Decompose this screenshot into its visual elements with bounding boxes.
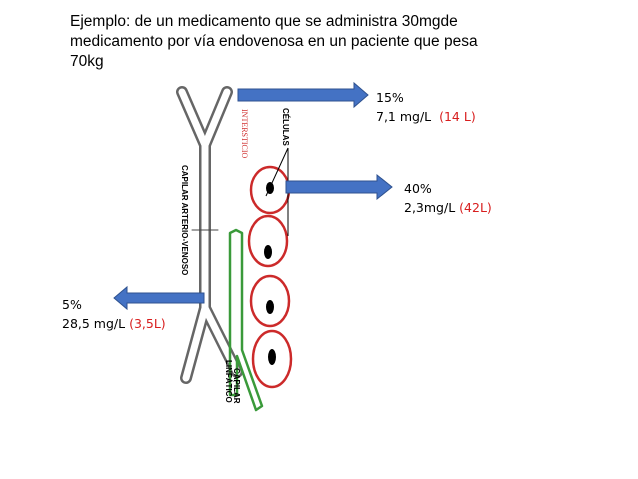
cell-3-nucleus <box>266 300 274 314</box>
arrow-to-celulas <box>237 81 369 109</box>
capilar-arterio-venoso-label: CAPILAR ARTERIO-VENOSO <box>180 165 189 275</box>
cell-2 <box>247 214 289 268</box>
celulas-values: 15% 7,1 mg/L (14 L) <box>376 88 476 126</box>
celulas-volume: (14 L) <box>439 109 476 124</box>
celulas-conc-line: 7,1 mg/L (14 L) <box>376 107 476 126</box>
celulas-label: CÉLULAS <box>281 108 290 146</box>
cell-2-nucleus <box>264 245 272 259</box>
title-line-2: medicamento por vía endovenosa en un pac… <box>70 33 478 50</box>
intersticio-values: 40% 2,3mg/L (42L) <box>404 179 492 217</box>
intersticio-conc-line: 2,3mg/L (42L) <box>404 198 492 217</box>
lymphatic-capillary <box>228 228 264 412</box>
plasma-conc: 28,5 mg/L <box>62 316 126 331</box>
diagram-title: Ejemplo: de un medicamento que se admini… <box>70 12 540 72</box>
intersticio-label: INTERSTICIO <box>240 109 249 159</box>
title-line-3: 70kg <box>70 53 104 70</box>
plasma-volume: (3,5L) <box>129 316 166 331</box>
arrow-to-intersticio <box>285 173 393 201</box>
plasma-percent: 5% <box>62 297 82 312</box>
plasma-conc-line: 28,5 mg/L (3,5L) <box>62 314 166 333</box>
capilar-linfatico-label-2: LINFÁTICO <box>224 360 233 403</box>
title-line-1: Ejemplo: de un medicamento que se admini… <box>70 13 458 30</box>
arrow-to-plasma <box>113 285 205 311</box>
plasma-values: 5% 28,5 mg/L (3,5L) <box>62 295 166 333</box>
cell-4-nucleus <box>268 349 276 365</box>
cells <box>247 165 293 389</box>
capilar-linfatico-label-1: CAPILAR <box>232 368 241 404</box>
celulas-conc: 7,1 mg/L <box>376 109 432 124</box>
intersticio-volume: (42L) <box>459 200 492 215</box>
intersticio-percent: 40% <box>404 181 432 196</box>
celulas-percent: 15% <box>376 90 404 105</box>
arterio-venous-capillary <box>176 86 243 384</box>
intersticio-conc: 2,3mg/L <box>404 200 456 215</box>
